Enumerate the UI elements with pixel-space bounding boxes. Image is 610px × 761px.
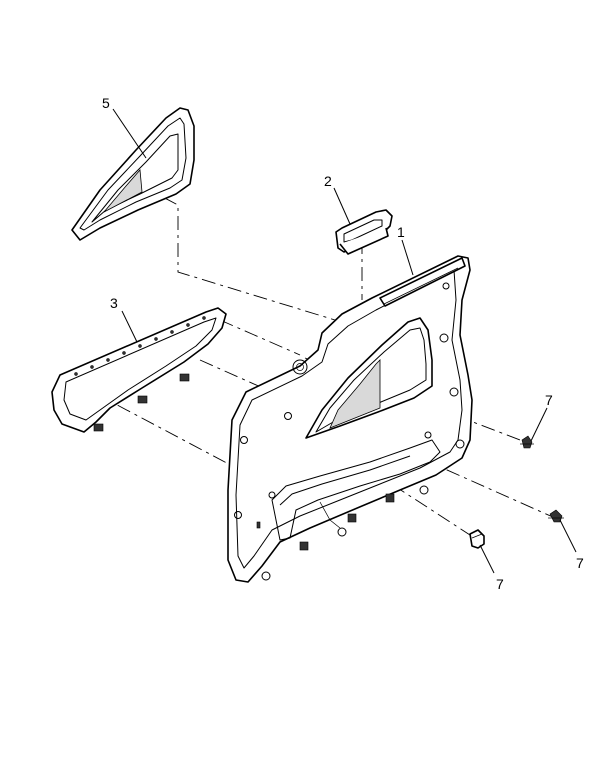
callout-labels: 5 2 1 3 7 7 7 (102, 95, 584, 592)
push-pin-fastener-bottom (469, 529, 485, 549)
callout-3: 3 (110, 295, 118, 311)
callout-7-bottom: 7 (496, 576, 504, 592)
door-trim-panel (227, 255, 473, 583)
callout-5: 5 (102, 95, 110, 111)
push-pin-fastener-upper-right (520, 435, 534, 449)
switch-bezel (335, 209, 393, 255)
lower-trim-strip (51, 307, 227, 433)
callout-1: 1 (397, 224, 405, 240)
clip-bosses (234, 282, 465, 581)
leader-lines (112, 108, 577, 574)
callout-2: 2 (324, 173, 332, 189)
callout-7-upper-right: 7 (545, 392, 553, 408)
strip-fastener-holes (74, 316, 206, 376)
push-pin-fastener-lower-right (548, 509, 564, 523)
callout-7-lower-right: 7 (576, 555, 584, 571)
window-bezel-frame (71, 107, 195, 241)
